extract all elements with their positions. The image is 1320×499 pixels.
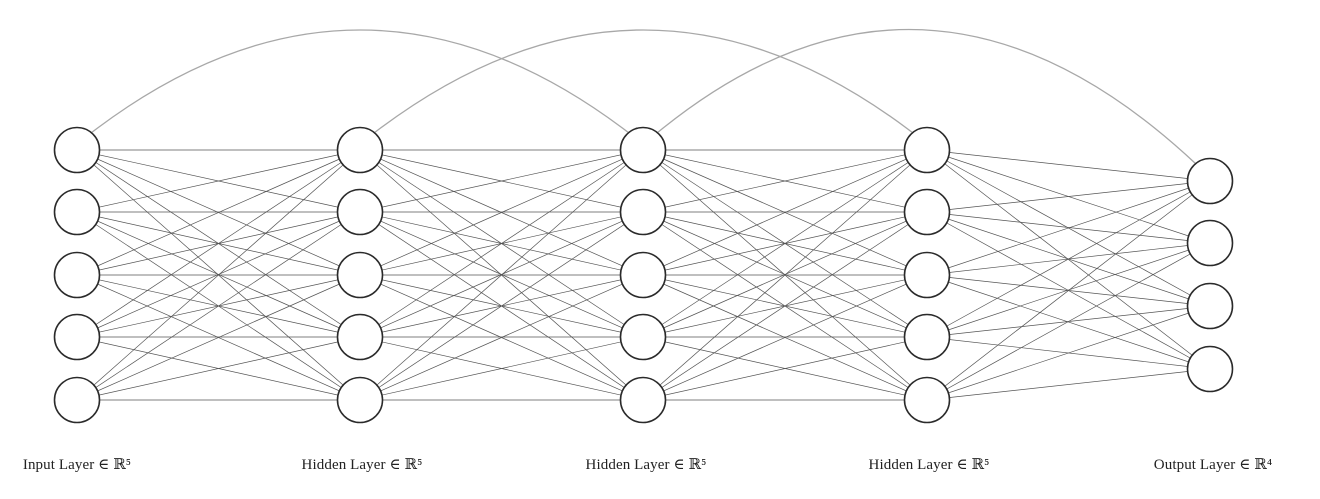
neuron-layer-3-4 [903, 376, 951, 424]
connection-l1-n4-to-l2-n0 [359, 149, 644, 401]
neuron-layer-3-1 [903, 188, 951, 236]
neuron-layer-0-3 [53, 313, 101, 361]
neuron-layer-2-1 [619, 188, 667, 236]
layer-label-hidden-1: Hidden Layer ∈ ℝ⁵ [301, 457, 423, 473]
neuron-layer-1-4 [336, 376, 384, 424]
layer-connections [76, 149, 1211, 401]
layer-label-hidden-2: Hidden Layer ∈ ℝ⁵ [585, 457, 707, 473]
connection-l3-n3-to-l4-n0 [926, 180, 1211, 338]
connection-l1-n4-to-l2-n1 [359, 211, 644, 401]
skip-connection-2-to-4 [656, 28, 1197, 165]
neuron-layer-3-0 [903, 126, 951, 174]
neuron-layer-3-3 [903, 313, 951, 361]
connection-l3-n1-to-l4-n1 [926, 211, 1211, 244]
skip-connection-0-to-2 [90, 29, 630, 134]
neuron-layer-2-0 [619, 126, 667, 174]
connection-l1-n3-to-l2-n1 [359, 211, 644, 338]
skip-connection-1-to-3 [373, 29, 914, 134]
connection-l2-n4-to-l3-n2 [642, 274, 928, 401]
layer-label-hidden-3: Hidden Layer ∈ ℝ⁵ [868, 457, 990, 473]
connection-l3-n4-to-l4-n2 [926, 305, 1211, 401]
connection-l0-n3-to-l1-n0 [76, 149, 361, 338]
layer-label-input: Input Layer ∈ ℝ⁵ [22, 457, 132, 473]
neuron-layer-2-2 [619, 251, 667, 299]
connection-l1-n1-to-l2-n0 [359, 149, 644, 213]
connection-l3-n4-to-l4-n1 [926, 242, 1211, 401]
connection-l3-n2-to-l4-n0 [926, 180, 1211, 276]
neuron-layer-0-1 [53, 188, 101, 236]
neuron-layer-4-1 [1186, 219, 1234, 267]
neuron-layer-3-2 [903, 251, 951, 299]
connection-l2-n3-to-l3-n0 [642, 149, 928, 338]
connection-l2-n4-to-l3-n3 [642, 336, 928, 401]
connection-l0-n1-to-l1-n0 [76, 149, 361, 213]
connection-l0-n2-to-l1-n0 [76, 149, 361, 276]
connection-l3-n3-to-l4-n1 [926, 242, 1211, 338]
connection-l0-n4-to-l1-n2 [76, 274, 361, 401]
neuron-layer-2-3 [619, 313, 667, 361]
neuron-layer-1-2 [336, 251, 384, 299]
connection-l3-n2-to-l4-n3 [926, 274, 1211, 370]
connection-l1-n4-to-l2-n2 [359, 274, 644, 401]
neurons [53, 126, 1234, 424]
neuron-layer-2-4 [619, 376, 667, 424]
neuron-layer-0-4 [53, 376, 101, 424]
connection-l2-n4-to-l3-n0 [642, 149, 928, 401]
neuron-layer-1-3 [336, 313, 384, 361]
neuron-layer-0-2 [53, 251, 101, 299]
connection-l3-n1-to-l4-n0 [926, 180, 1211, 213]
connection-l0-n4-to-l1-n1 [76, 211, 361, 401]
connection-l3-n0-to-l4-n3 [926, 149, 1211, 370]
connection-l2-n2-to-l3-n0 [642, 149, 928, 276]
neuron-layer-4-0 [1186, 157, 1234, 205]
connection-l2-n3-to-l3-n1 [642, 211, 928, 338]
connection-l2-n1-to-l3-n0 [642, 149, 928, 213]
skip-connections [90, 28, 1197, 165]
connection-l3-n0-to-l4-n0 [926, 149, 1211, 182]
neuron-layer-4-2 [1186, 282, 1234, 330]
connection-l1-n4-to-l2-n3 [359, 336, 644, 401]
connection-l1-n2-to-l2-n0 [359, 149, 644, 276]
neuron-layer-4-3 [1186, 345, 1234, 393]
connection-l3-n4-to-l4-n0 [926, 180, 1211, 401]
neuron-layer-0-0 [53, 126, 101, 174]
connection-l0-n4-to-l1-n3 [76, 336, 361, 401]
connection-l1-n3-to-l2-n0 [359, 149, 644, 338]
connection-l2-n4-to-l3-n1 [642, 211, 928, 401]
neuron-layer-1-1 [336, 188, 384, 236]
connection-l0-n3-to-l1-n1 [76, 211, 361, 338]
connection-l0-n4-to-l1-n0 [76, 149, 361, 401]
connection-l3-n4-to-l4-n3 [926, 368, 1211, 401]
neuron-layer-1-0 [336, 126, 384, 174]
layer-label-output: Output Layer ∈ ℝ⁴ [1153, 457, 1273, 473]
